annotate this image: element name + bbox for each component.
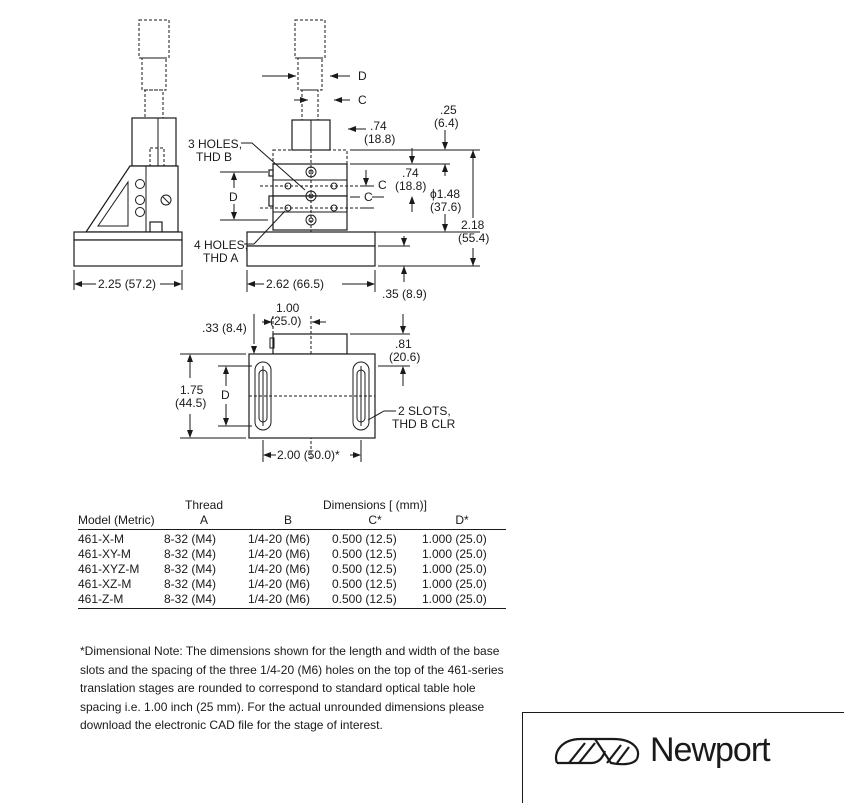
bottom-d-label: D	[221, 388, 230, 402]
cell-b: 1/4-20 (M6)	[248, 547, 311, 561]
cell-c: 0.500 (12.5)	[332, 592, 422, 609]
cell-c: 0.500 (12.5)	[332, 547, 397, 561]
table-row: 461-XYZ-M 8-32 (M4) 1/4-20 (M6) 0.500 (1…	[78, 562, 506, 577]
dim-148: ϕ1.48	[430, 187, 460, 201]
cell-a: 8-32 (M4)	[164, 547, 217, 561]
dimensional-note: *Dimensional Note: The dimensions shown …	[80, 644, 504, 732]
front-view: D C .74 (18.8) .25 (6.4) 3 HOLES, THD B …	[188, 19, 489, 301]
four-holes-label: 4 HOLES,	[194, 238, 248, 252]
dim-35: .35 (8.9)	[382, 287, 427, 301]
dim-81-mm: (20.6)	[389, 350, 420, 364]
cell-c: 0.500 (12.5)	[332, 532, 397, 546]
newport-swirl-logo-icon	[554, 737, 640, 766]
technical-drawing: 2.25 (57.2) D	[73, 19, 489, 462]
cell-b: 1/4-20 (M6)	[248, 577, 311, 591]
four-holes-thd: THD A	[203, 251, 238, 265]
cell-d: 1.000 (25.0)	[422, 577, 487, 591]
col-d: D*	[422, 513, 506, 530]
dim-74-top: .74	[370, 119, 387, 133]
brand-box: Newport	[522, 712, 844, 803]
dim-175: 1.75	[180, 383, 204, 397]
two-slots-thd: THD B CLR	[392, 417, 456, 431]
dim-81: .81	[395, 337, 412, 351]
thread-group-header: Thread	[184, 498, 224, 512]
cell-c: 0.500 (12.5)	[332, 562, 397, 576]
dim-148-mm: (37.6)	[430, 200, 461, 214]
cell-b: 1/4-20 (M6)	[248, 562, 311, 576]
dim-175-mm: (44.5)	[175, 396, 206, 410]
dim-74-right-mm: (18.8)	[395, 179, 426, 193]
table-row: 461-XY-M 8-32 (M4) 1/4-20 (M6) 0.500 (12…	[78, 547, 506, 562]
cell-d: 1.000 (25.0)	[422, 562, 487, 576]
cell-a: 8-32 (M4)	[164, 592, 248, 609]
cell-b: 1/4-20 (M6)	[248, 532, 311, 546]
front-c-mid: C	[378, 178, 387, 192]
brand-wordmark: Newport	[650, 731, 771, 769]
col-c: C*	[332, 513, 422, 530]
table-row: 461-X-M 8-32 (M4) 1/4-20 (M6) 0.500 (12.…	[78, 530, 506, 548]
cell-d: 1.000 (25.0)	[422, 547, 487, 561]
specifications-table: Thread Dimensions [ (mm)] Model (Metric)…	[78, 498, 506, 609]
cell-model: 461-X-M	[78, 532, 125, 546]
three-holes-thd: THD B	[196, 150, 232, 164]
col-model: Model (Metric)	[78, 513, 164, 530]
front-d-top: D	[358, 69, 367, 83]
cell-b: 1/4-20 (M6)	[248, 592, 332, 609]
dim-25: .25	[440, 103, 457, 117]
dim-25-mm: (6.4)	[434, 116, 459, 130]
three-holes-label: 3 HOLES,	[188, 137, 242, 151]
bottom-view: 1.00 (25.0) .33 (8.4) .81 (20.6) 1.75 (4…	[175, 301, 456, 462]
cell-a: 8-32 (M4)	[164, 532, 217, 546]
cell-d: 1.000 (25.0)	[422, 532, 487, 546]
cell-model: 461-XYZ-M	[78, 562, 140, 576]
cell-model: 461-XY-M	[78, 547, 131, 561]
dimensions-group-header: Dimensions [ (mm)]	[322, 498, 427, 512]
dim-100: 1.00	[276, 301, 300, 315]
dim-33: .33 (8.4)	[202, 321, 247, 335]
side-view: 2.25 (57.2)	[73, 19, 183, 291]
cell-c: 0.500 (12.5)	[332, 577, 397, 591]
dim-74-right: .74	[402, 166, 419, 180]
two-slots-label: 2 SLOTS,	[398, 404, 451, 418]
dim-100-mm: (25.0)	[270, 314, 301, 328]
front-d-left: D	[229, 190, 238, 204]
cell-model: 461-XZ-M	[78, 577, 132, 591]
cell-model: 461-Z-M	[78, 592, 164, 609]
cell-d: 1.000 (25.0)	[422, 592, 506, 609]
bottom-width-dim: 2.00 (50.0)*	[277, 448, 340, 462]
dim-74-top-mm: (18.8)	[364, 132, 395, 146]
front-c-mid2: C	[364, 190, 373, 204]
col-b: B	[248, 513, 332, 530]
cell-a: 8-32 (M4)	[164, 562, 217, 576]
table-row: 461-Z-M 8-32 (M4) 1/4-20 (M6) 0.500 (12.…	[78, 592, 506, 609]
front-width-dim: 2.62 (66.5)	[266, 277, 324, 291]
dim-218-mm: (55.4)	[458, 231, 489, 245]
table-row: 461-XZ-M 8-32 (M4) 1/4-20 (M6) 0.500 (12…	[78, 577, 506, 592]
col-a: A	[164, 513, 248, 530]
dim-218: 2.18	[461, 218, 485, 232]
front-c-top: C	[358, 93, 367, 107]
side-width-dim: 2.25 (57.2)	[98, 277, 156, 291]
cell-a: 8-32 (M4)	[164, 577, 217, 591]
